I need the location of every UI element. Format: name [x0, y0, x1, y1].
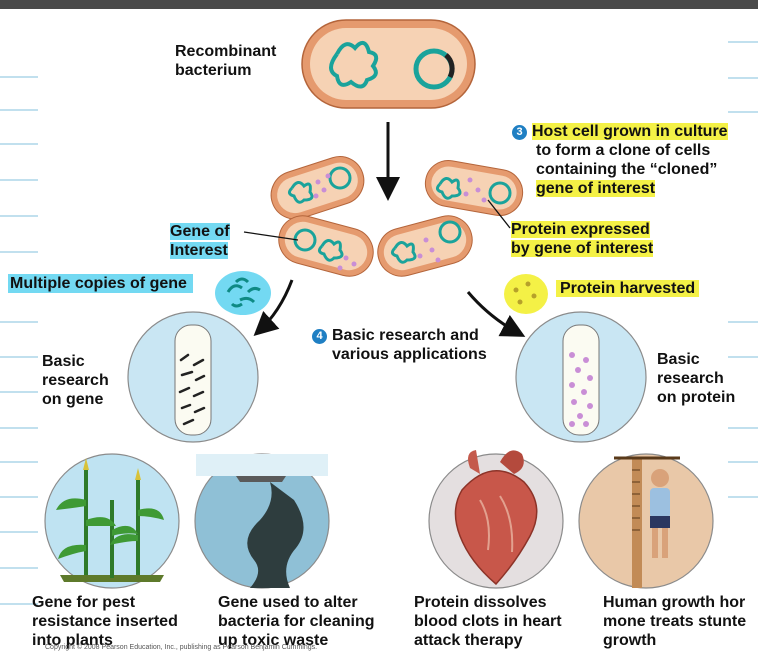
- bacterium-small-2: [424, 159, 524, 217]
- bacterium-small-4: [377, 215, 473, 277]
- gene-test-tube-circle: [127, 311, 259, 443]
- step-4-badge: 4: [312, 329, 327, 344]
- label-app-toxic-waste: Gene used to alter bacteria for cleaning…: [218, 594, 375, 649]
- heart-image: [428, 450, 564, 589]
- protein-test-tube-circle: [515, 311, 647, 443]
- protein-harvested-blob: [504, 274, 548, 314]
- label-protein-harvested: Protein harvested: [556, 279, 700, 298]
- bacterium-small-3: [278, 215, 374, 277]
- copyright-notice: Copyright © 2008 Pearson Education, Inc.…: [45, 644, 318, 651]
- step-3-badge: 3: [512, 125, 527, 140]
- label-gene-of-interest: Gene of Interest: [170, 223, 230, 259]
- label-app-pest-resistance: Gene for pest resistance inserted into p…: [32, 594, 178, 649]
- oil-spill-image: [194, 453, 330, 589]
- label-recombinant: Recombinant bacterium: [175, 43, 277, 79]
- label-app-growth-hormone: Human growth hor mone treats stunte grow…: [603, 594, 747, 649]
- arrow-to-gene: [253, 279, 294, 337]
- label-multiple-copies: Multiple copies of gene: [8, 274, 193, 293]
- label-basic-research-protein: Basic research on protein: [657, 351, 736, 406]
- arrow-to-protein: [466, 291, 526, 337]
- label-protein-expressed: Protein expressed by gene of interest: [511, 221, 654, 257]
- gene-copies-blob: [215, 271, 271, 315]
- bacterium-small-1: [270, 156, 365, 220]
- growth-chart-boy-image: [578, 453, 714, 589]
- top-bar: [0, 0, 758, 9]
- corn-plants-image: [44, 453, 180, 589]
- protein-pointer-line: [487, 199, 511, 229]
- label-basic-research-gene: Basic research on gene: [42, 353, 109, 408]
- recombinant-bacterium: [301, 19, 476, 109]
- label-app-blood-clots: Protein dissolves blood clots in heart a…: [414, 594, 562, 649]
- gene-pointer-line: [243, 231, 299, 241]
